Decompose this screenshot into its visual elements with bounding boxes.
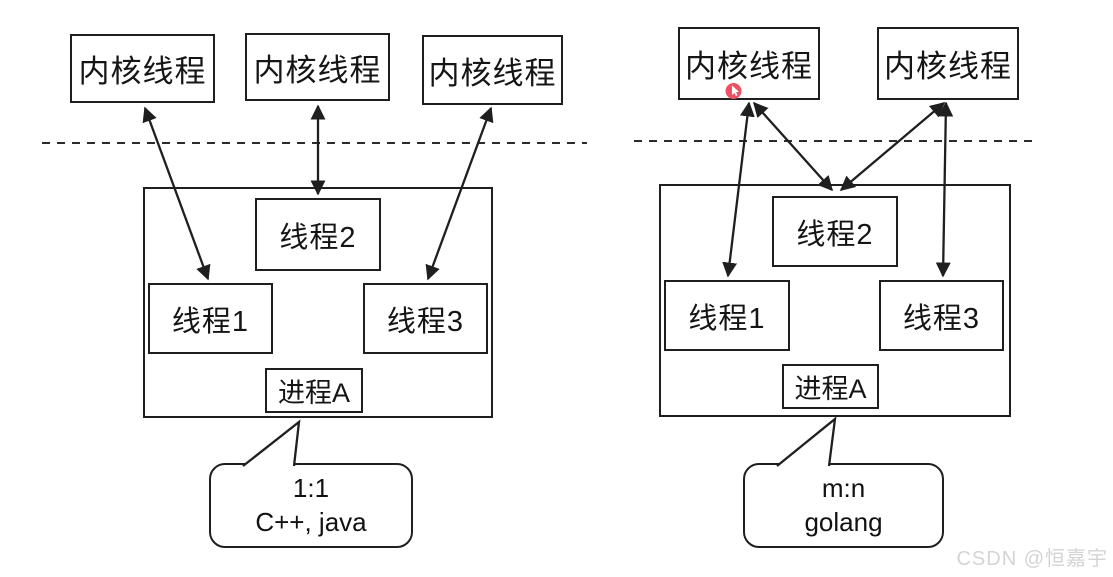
left-kernel-thread-box-1: 内核线程 <box>70 34 215 103</box>
left-kernel-thread-box-2: 内核线程 <box>245 33 390 101</box>
right-process-container-box <box>659 184 1011 417</box>
right-thread-box-2: 线程2 <box>772 196 898 267</box>
process-label: 进程A <box>794 374 867 404</box>
thread-label: 线程3 <box>902 302 981 335</box>
left-callout-tail <box>242 419 301 467</box>
arrow-right-kernel2-thread2 <box>839 102 946 191</box>
thread-label: 线程2 <box>796 218 874 251</box>
kernel-thread-label: 内核线程 <box>428 55 557 91</box>
right-callout-tail <box>776 416 837 467</box>
right-kernel-thread-box-2: 内核线程 <box>877 27 1019 100</box>
thread-label: 线程1 <box>688 302 766 335</box>
arrow-right-kernel1-thread2 <box>753 101 833 192</box>
csdn-watermark: CSDN @恒嘉宇 <box>956 548 1108 570</box>
right-kernel-thread-box-1: 内核线程 <box>678 27 820 100</box>
right-thread-box-3: 线程3 <box>879 280 1004 351</box>
left-callout-bubble: 1:1 C++, java <box>209 463 413 548</box>
right-process-label-box: 进程A <box>782 364 879 409</box>
kernel-thread-label: 内核线程 <box>884 49 1012 84</box>
right-callout-bubble: m:n golang <box>743 463 944 548</box>
callout-model-ratio: 1:1 <box>292 473 330 504</box>
left-thread-box-1: 线程1 <box>148 283 273 354</box>
left-thread-box-3: 线程3 <box>363 283 488 354</box>
left-thread-box-2: 线程2 <box>255 198 381 271</box>
process-label: 进程A <box>277 378 350 408</box>
callout-model-ratio: m:n <box>821 473 866 504</box>
thread-label: 线程1 <box>171 305 250 338</box>
callout-languages: C++, java <box>255 506 367 537</box>
kernel-thread-label: 内核线程 <box>78 54 207 89</box>
thread-label: 线程2 <box>279 221 357 254</box>
callout-languages: golang <box>804 506 883 537</box>
right-thread-box-1: 线程1 <box>664 280 790 351</box>
kernel-thread-label: 内核线程 <box>685 49 813 84</box>
left-process-label-box: 进程A <box>265 368 363 413</box>
thread-label: 线程3 <box>386 305 465 338</box>
kernel-thread-label: 内核线程 <box>253 52 382 88</box>
left-kernel-thread-box-3: 内核线程 <box>422 35 563 105</box>
